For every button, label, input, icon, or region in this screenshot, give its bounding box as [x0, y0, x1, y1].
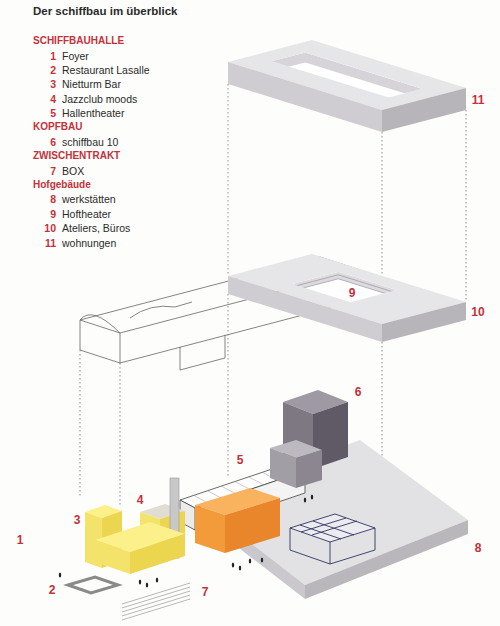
box-volume: [195, 505, 225, 553]
studio-slab: [228, 254, 466, 342]
projection-line: [228, 294, 229, 478]
hall-front-buildings: [130, 534, 185, 574]
legend-number: 2: [50, 65, 56, 76]
legend-item: BOX: [62, 166, 84, 177]
workshop-outline: [290, 528, 291, 550]
workshop-outline: [300, 525, 341, 539]
studio-slab: [292, 279, 397, 297]
legend-heading: Hofgebäude: [33, 180, 91, 190]
legend-number: 10: [44, 223, 56, 234]
callout-number: 11: [472, 94, 485, 106]
apartment-ring-slab: [228, 40, 466, 132]
legend-item: Foyer: [62, 51, 89, 62]
callout-number: 10: [471, 306, 484, 318]
workshop-outline: [312, 521, 357, 535]
hall-front-buildings: [85, 478, 185, 574]
people-figures: [239, 565, 241, 570]
foyer-ground: [122, 583, 190, 620]
projection-line: [228, 84, 229, 276]
people-figures: [59, 572, 61, 577]
callout-number: 8: [475, 542, 482, 554]
hall-wireframe: [80, 315, 120, 333]
legend-heading: KOPFBAU: [33, 122, 82, 132]
people-figures: [261, 557, 263, 562]
studio-slab: [292, 275, 397, 293]
head-building-cube: [270, 448, 296, 488]
callout-number: 2: [49, 584, 56, 596]
callout-number: 9: [349, 287, 356, 299]
callout-number: 3: [74, 514, 81, 526]
people-figures: [59, 494, 313, 587]
legend-number: 1: [50, 51, 56, 62]
foyer-ground: [122, 587, 190, 608]
foyer-ground: [122, 591, 190, 612]
box-volume: [195, 488, 280, 553]
people-figures: [232, 562, 234, 567]
people-figures: [146, 582, 148, 587]
legend-item: Nietturm Bar: [62, 79, 121, 90]
apartment-ring-slab: [272, 52, 423, 98]
legend-item: wohnungen: [62, 238, 116, 249]
box-volume: [225, 498, 280, 553]
projection-line: [80, 350, 81, 498]
legend-number: 7: [50, 166, 56, 177]
workshop-outline: [375, 528, 376, 550]
people-figures: [156, 577, 158, 582]
legend-item: Restaurant Lasalle: [62, 65, 150, 76]
foyer-ground: [122, 583, 190, 604]
people-figures: [311, 494, 313, 499]
workshop-outline: [290, 514, 375, 542]
people-figures: [139, 579, 141, 584]
legend-item: schiffbau 10: [62, 137, 118, 148]
callout-number: 5: [237, 454, 244, 466]
legend-item: Hallentheater: [62, 108, 124, 119]
studio-slab: [292, 272, 397, 297]
hall-wireframe: [80, 320, 120, 363]
projection-line: [80, 84, 466, 505]
hall-volume: [221, 486, 236, 494]
workshop-outline: [313, 521, 354, 535]
legend-number: 11: [45, 238, 56, 249]
hall-wireframe: [130, 302, 192, 318]
legend-item: werkstätten: [62, 194, 116, 205]
hall-volume: [235, 482, 250, 490]
legend-number: 5: [50, 108, 56, 119]
studio-slab: [292, 272, 397, 302]
legend-number: 6: [50, 137, 56, 148]
projection-line: [382, 342, 383, 456]
callout-number: 6: [355, 386, 362, 398]
legend-number: 9: [50, 209, 56, 220]
legend-item: Hoftheater: [62, 209, 111, 220]
head-building-cube: [270, 390, 348, 488]
foyer-ground: [122, 599, 190, 620]
legend-heading: ZWISCHENTRAKT: [33, 151, 120, 161]
legend-number: 8: [50, 194, 56, 205]
foyer-ground: [68, 577, 190, 620]
people-figures: [304, 497, 306, 502]
hall-volume: [249, 477, 264, 485]
workshop-outline: [290, 514, 375, 564]
courtyard-building-plate: [195, 440, 468, 599]
callout-number: 4: [137, 494, 144, 506]
legend-number: 3: [50, 79, 56, 90]
legend-number: 4: [50, 94, 56, 105]
workshop-outline: [290, 550, 375, 564]
projection-line: [120, 363, 121, 505]
hall-front-buildings: [95, 540, 130, 574]
studio-slab: [382, 302, 466, 342]
foyer-ground: [122, 595, 190, 616]
workshop-outline: [330, 542, 331, 564]
callout-number: 7: [202, 586, 209, 598]
people-figures: [249, 558, 251, 563]
foyer-ground: [68, 577, 118, 593]
diagram-title: Der schiffbau im überblick: [33, 6, 177, 18]
legend-item: Ateliers, Büros: [62, 223, 130, 234]
head-building-cube: [296, 450, 322, 488]
legend-heading: SCHIFFBAUHALLE: [33, 36, 124, 46]
hall-wireframe: [180, 335, 225, 370]
projection-line: [466, 110, 467, 302]
callout-number: 1: [17, 534, 24, 546]
legend-item: Jazzclub moods: [62, 94, 137, 105]
